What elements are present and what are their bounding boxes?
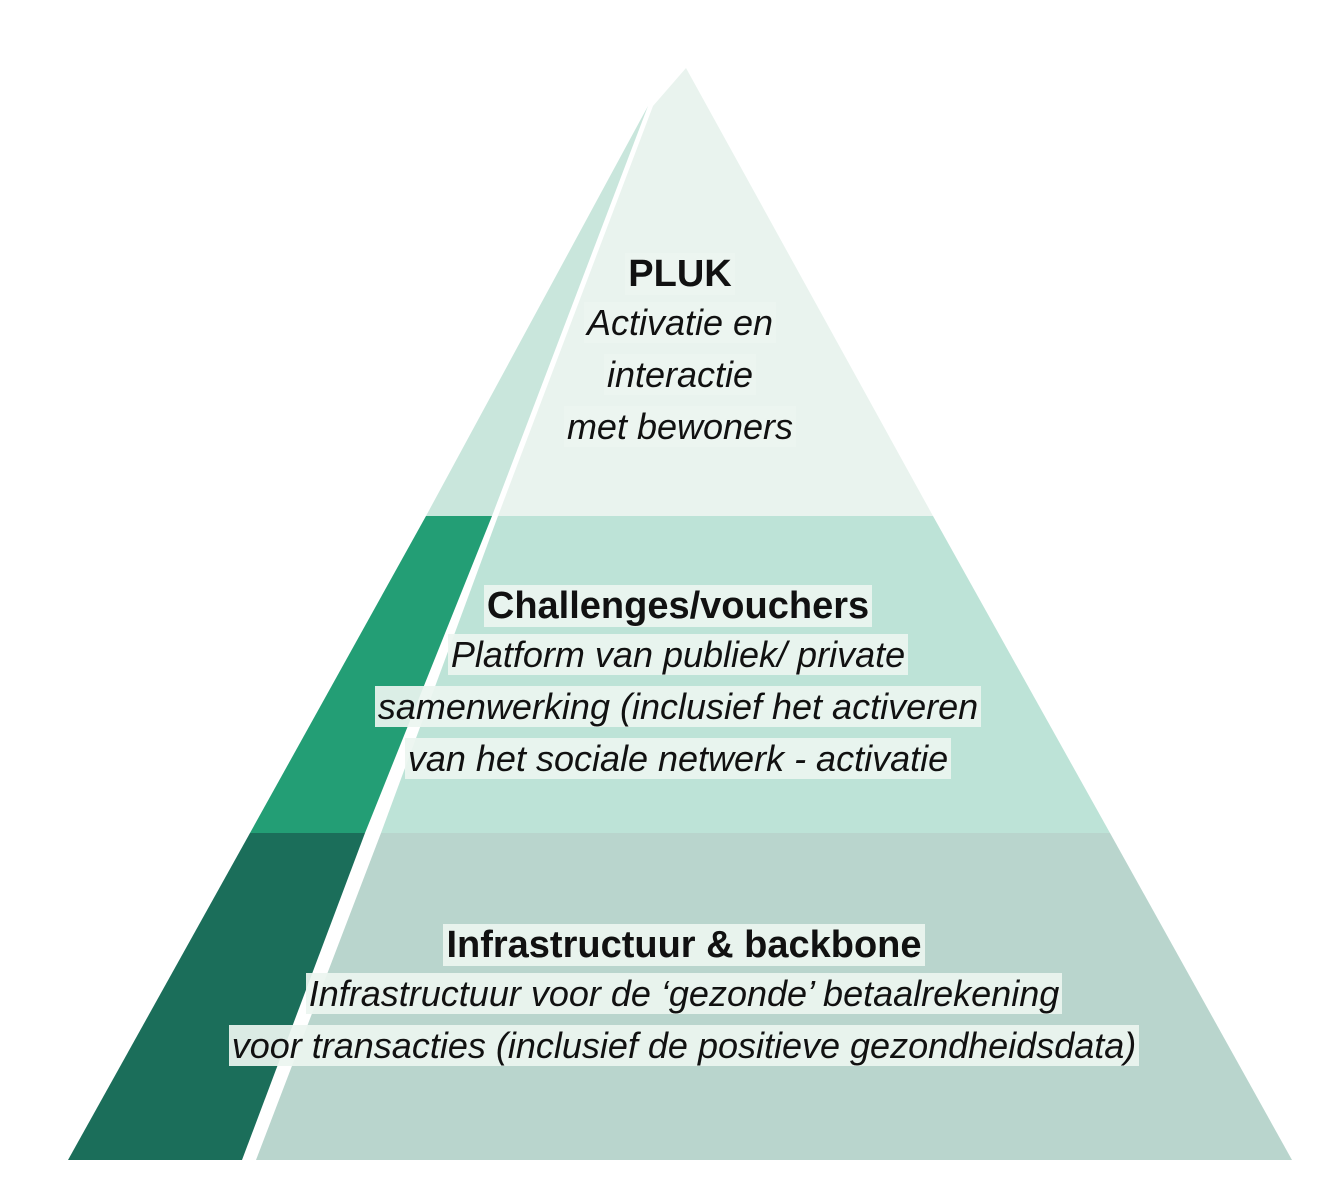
bottom-tier-line: voor transacties (inclusief de positieve… bbox=[24, 1020, 1320, 1072]
middle-tier-description: Platform van publiek/ private samenwerki… bbox=[18, 629, 1320, 785]
top-tier-title: PLUK bbox=[20, 251, 1320, 297]
middle-tier-line: samenwerking (inclusief het activeren bbox=[18, 681, 1320, 733]
middle-tier-title: Challenges/vouchers bbox=[18, 583, 1320, 629]
middle-tier-line: van het sociale netwerk - activatie bbox=[18, 733, 1320, 785]
top-tier-line: interactie bbox=[20, 349, 1320, 401]
bottom-tier-title: Infrastructuur & backbone bbox=[24, 922, 1320, 968]
top-tier-line: met bewoners bbox=[20, 401, 1320, 453]
top-tier-line: Activatie en bbox=[20, 297, 1320, 349]
middle-tier-side bbox=[250, 516, 492, 833]
middle-tier-line: Platform van publiek/ private bbox=[18, 629, 1320, 681]
middle-tier-text: Challenges/vouchers Platform van publiek… bbox=[18, 583, 1320, 785]
bottom-tier-description: Infrastructuur voor de ‘gezonde’ betaalr… bbox=[24, 968, 1320, 1072]
top-tier-description: Activatie en interactie met bewoners bbox=[20, 297, 1320, 453]
bottom-tier-line: Infrastructuur voor de ‘gezonde’ betaalr… bbox=[24, 968, 1320, 1020]
bottom-tier-text: Infrastructuur & backbone Infrastructuur… bbox=[24, 922, 1320, 1072]
bottom-tier-side bbox=[68, 833, 365, 1160]
top-tier-text: PLUK Activatie en interactie met bewoner… bbox=[20, 251, 1320, 453]
top-tier-side bbox=[426, 106, 648, 516]
